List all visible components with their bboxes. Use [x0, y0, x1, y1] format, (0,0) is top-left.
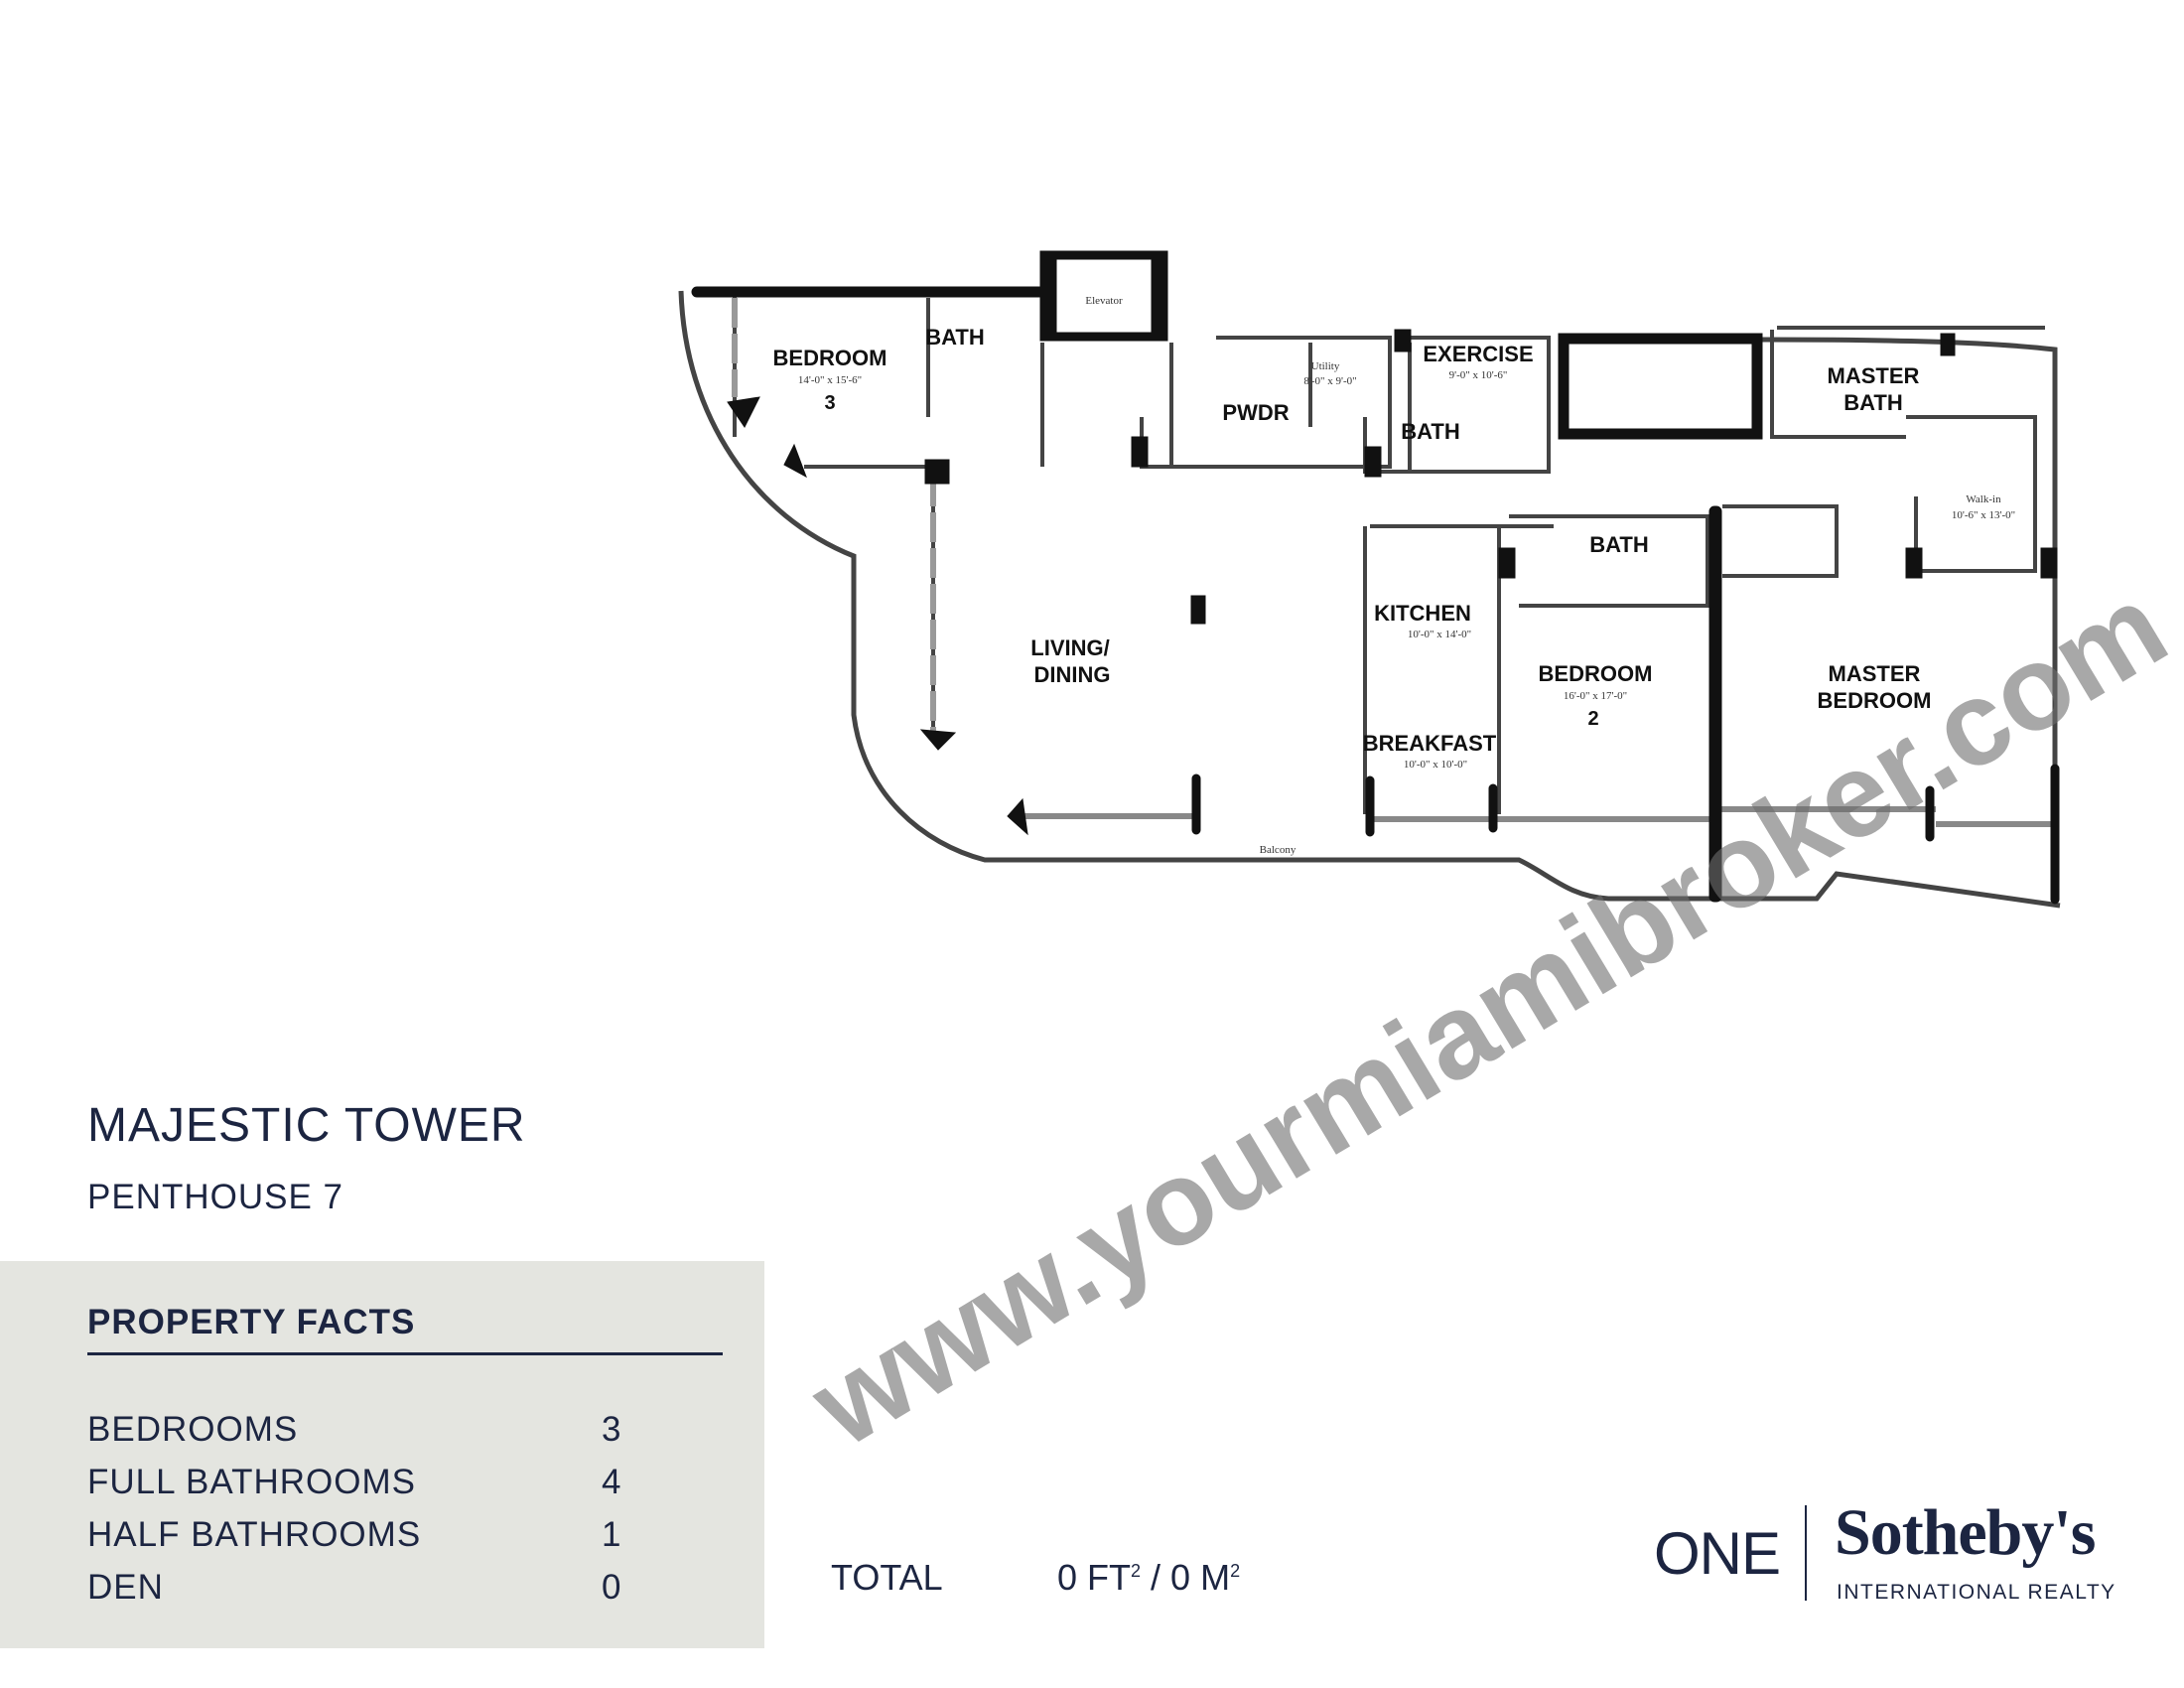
room-exercise: EXERCISE [1423, 342, 1533, 366]
fact-label: HALF BATHROOMS [87, 1515, 422, 1554]
room-bath: BATH [1401, 419, 1459, 444]
property-facts-panel: PROPERTY FACTS BEDROOMS 3 FULL BATHROOMS… [0, 1261, 764, 1648]
room-dim: 10'-6" x 13'-0" [1952, 509, 2015, 521]
fact-label: BEDROOMS [87, 1410, 299, 1449]
total-area: 0 FT2 / 0 M2 [1057, 1557, 1240, 1599]
room-utility: Utility [1311, 360, 1340, 372]
fact-value: 3 [602, 1410, 622, 1449]
plan-walls [678, 290, 2061, 909]
room-number: 3 [824, 392, 835, 414]
total-ft: 0 FT [1057, 1557, 1132, 1598]
fact-label: FULL BATHROOMS [87, 1463, 416, 1501]
fact-value: 1 [602, 1515, 622, 1554]
room-master-bedroom-line2: BEDROOM [1818, 688, 1932, 713]
total-separator: / [1141, 1557, 1171, 1598]
room-master-bath-line2: BATH [1843, 390, 1902, 415]
logo-tagline: INTERNATIONAL REALTY [1837, 1581, 2116, 1604]
room-powder: PWDR [1222, 400, 1289, 425]
room-elevator: Elevator [1085, 295, 1123, 307]
room-living-dining-line2: DINING [1034, 662, 1111, 687]
unit-name: PENTHOUSE 7 [87, 1178, 343, 1216]
fact-value: 4 [602, 1463, 622, 1501]
room-dim: 9'-0" x 10'-6" [1449, 369, 1508, 381]
room-master-bedroom: MASTER [1829, 661, 1921, 686]
room-number: 2 [1587, 708, 1598, 730]
logo-one: ONE [1654, 1520, 1781, 1587]
logo-divider [1805, 1505, 1807, 1601]
room-kitchen: KITCHEN [1374, 601, 1471, 626]
room-breakfast: BREAKFAST [1363, 731, 1497, 756]
room-bedroom-2: BEDROOM [1539, 661, 1653, 686]
room-labels: BEDROOM 14'-0" x 15'-6" 3 BATH Elevator … [773, 295, 2016, 856]
fact-value: 0 [602, 1568, 622, 1607]
room-dim: 16'-0" x 17'-0" [1564, 690, 1627, 702]
building-title: MAJESTIC TOWER [87, 1099, 526, 1152]
room-balcony: Balcony [1260, 844, 1297, 856]
divider [87, 1352, 723, 1355]
room-living-dining: LIVING/ [1030, 635, 1109, 660]
superscript: 2 [1230, 1561, 1241, 1581]
total-label: TOTAL [831, 1557, 943, 1598]
room-dim: 10'-0" x 14'-0" [1408, 629, 1471, 640]
room-dim: 14'-0" x 15'-6" [798, 374, 862, 386]
plan-structure [691, 250, 2060, 905]
room-master-bath: MASTER [1828, 363, 1920, 388]
property-facts-heading: PROPERTY FACTS [87, 1303, 416, 1341]
room-bedroom-3: BEDROOM [773, 346, 887, 370]
fact-label: DEN [87, 1568, 164, 1607]
superscript: 2 [1131, 1561, 1142, 1581]
total-m: 0 M [1170, 1557, 1231, 1598]
room-bath: BATH [1589, 532, 1648, 557]
room-walk-in: Walk-in [1966, 493, 2001, 505]
room-dim: 10'-0" x 10'-0" [1404, 759, 1467, 771]
room-dim: 8'-0" x 9'-0" [1303, 375, 1356, 387]
logo-sothebys: Sotheby's [1835, 1496, 2096, 1569]
room-bath: BATH [925, 325, 984, 350]
